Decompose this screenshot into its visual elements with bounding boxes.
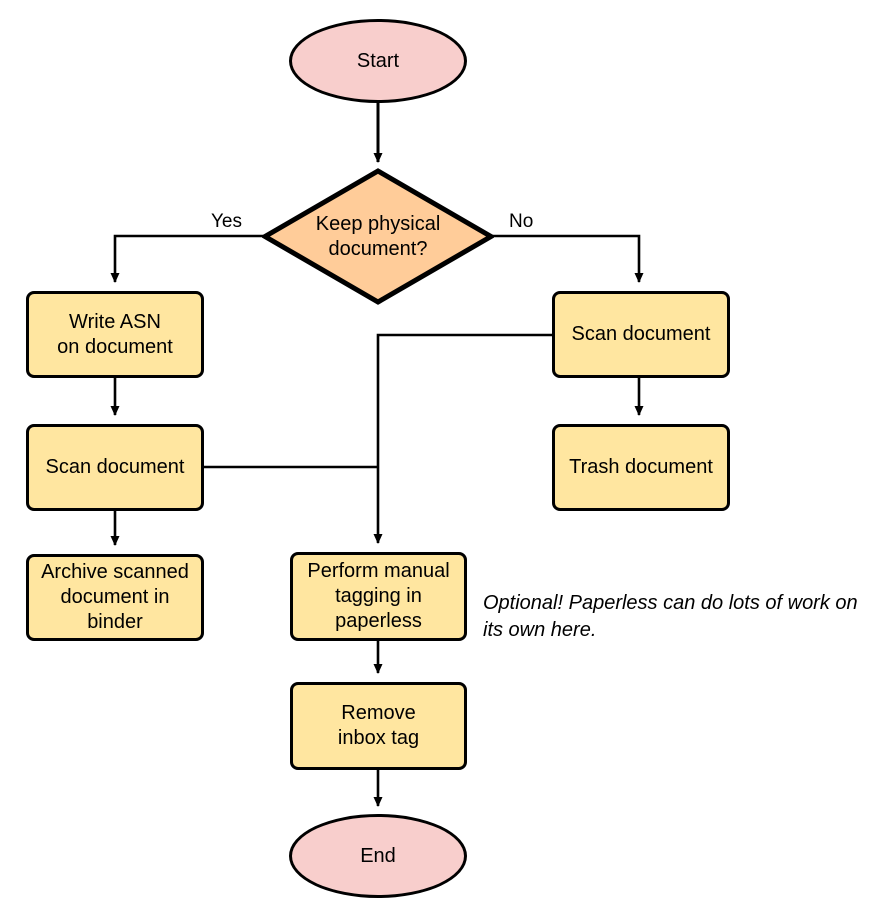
edge-scan-right-to-tagging bbox=[373, 333, 552, 544]
node-perform-manual-tagging[interactable]: Perform manual tagging in paperless bbox=[290, 552, 467, 641]
node-decision-keep-physical-document[interactable]: Keep physical document? bbox=[262, 168, 494, 305]
node-remove-inbox-label-line2: inbox tag bbox=[337, 727, 420, 749]
node-start[interactable]: Start bbox=[289, 19, 467, 103]
node-scan-document-left[interactable]: Scan document bbox=[26, 424, 204, 511]
annotation-optional-note-line2: its own here. bbox=[483, 619, 597, 641]
node-write-asn-label-line1: Write ASN bbox=[69, 310, 161, 333]
node-write-asn-label-line2: on document bbox=[57, 335, 173, 358]
node-archive-label-line2: document in bbox=[60, 586, 170, 608]
node-archive-label-line3: binder bbox=[87, 611, 143, 633]
node-decision-label-line1: Keep physical bbox=[315, 212, 441, 235]
node-tagging-label-line3: paperless bbox=[335, 610, 422, 632]
node-archive-scanned-document[interactable]: Archive scanned document in binder bbox=[26, 554, 204, 641]
node-archive-label-line1: Archive scanned bbox=[41, 561, 189, 583]
annotation-optional-note-line1: Optional! Paperless can do lots of work … bbox=[483, 592, 858, 614]
node-trash-document[interactable]: Trash document bbox=[552, 424, 730, 511]
node-trash-document-label: Trash document bbox=[569, 456, 713, 478]
edge-label-yes: Yes bbox=[211, 211, 242, 232]
node-write-asn-on-document[interactable]: Write ASN on document bbox=[26, 291, 204, 378]
node-scan-document-left-label: Scan document bbox=[45, 456, 185, 478]
node-start-label: Start bbox=[356, 49, 400, 72]
node-end-label: End bbox=[360, 844, 396, 867]
node-tagging-label-line2: tagging in bbox=[335, 585, 422, 607]
node-remove-inbox-label-line1: Remove bbox=[341, 702, 416, 724]
node-end[interactable]: End bbox=[289, 814, 467, 898]
node-scan-document-right-label: Scan document bbox=[571, 323, 711, 345]
decision-diamond-shape bbox=[262, 168, 494, 305]
edge-decision-no-to-scan-right bbox=[492, 234, 644, 283]
edge-label-no: No bbox=[509, 211, 534, 232]
node-tagging-label-line1: Perform manual bbox=[307, 560, 450, 582]
node-remove-inbox-tag[interactable]: Remove inbox tag bbox=[290, 682, 467, 770]
node-decision-label-line2: document? bbox=[328, 237, 428, 260]
node-scan-document-right[interactable]: Scan document bbox=[552, 291, 730, 378]
edge-decision-yes-to-write-asn bbox=[110, 234, 264, 283]
annotation-optional-note: Optional! Paperless can do lots of work … bbox=[483, 590, 883, 644]
node-decision-label: Keep physical document? bbox=[262, 168, 494, 305]
